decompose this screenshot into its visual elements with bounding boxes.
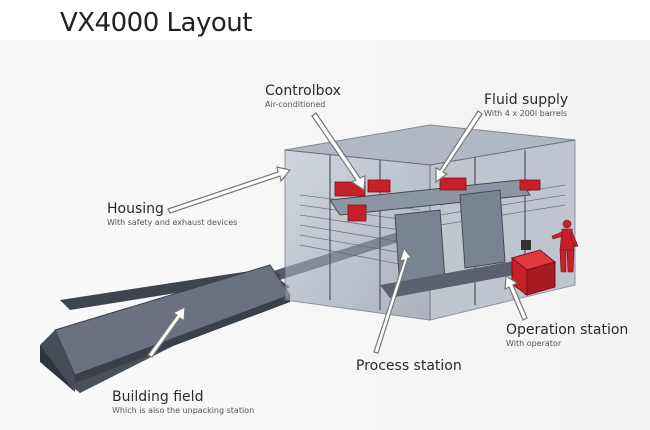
arrow-process-station xyxy=(373,246,414,354)
label-building-field: Building field Which is also the unpacki… xyxy=(112,389,254,416)
label-operation-station: Operation station With operator xyxy=(506,322,628,349)
arrow-operation-station xyxy=(504,274,528,321)
page-title: VX4000 Layout xyxy=(60,8,252,38)
housing-name: Housing xyxy=(107,201,164,217)
arrow-building-field xyxy=(147,305,186,358)
label-controlbox: Controlbox Air-conditioned xyxy=(265,83,341,110)
operation-console xyxy=(510,240,557,296)
operation-station-sub: With operator xyxy=(506,339,562,348)
controlbox-name: Controlbox xyxy=(265,83,341,99)
building-field-platform xyxy=(40,264,291,392)
arrow-fluid-supply xyxy=(435,110,483,184)
operation-station-name: Operation station xyxy=(506,322,629,338)
callout-arrows xyxy=(147,110,528,358)
process-station-gantry xyxy=(329,179,531,298)
housing-sub: With safety and exhaust devices xyxy=(107,218,238,227)
building-field-sub: Which is also the unpacking station xyxy=(112,406,255,415)
label-housing: Housing With safety and exhaust devices xyxy=(107,201,237,228)
fluid-supply-name: Fluid supply xyxy=(484,92,569,108)
label-fluid-supply: Fluid supply With 4 x 200l barrels xyxy=(484,92,568,119)
operator-figure xyxy=(551,219,579,273)
building-field-name: Building field xyxy=(112,389,204,405)
controlbox-sub: Air-conditioned xyxy=(265,100,326,109)
process-station-name: Process station xyxy=(356,358,462,374)
arrow-controlbox xyxy=(311,112,366,192)
arrow-housing xyxy=(167,166,292,214)
label-process-station: Process station xyxy=(356,358,462,375)
fluid-supply-sub: With 4 x 200l barrels xyxy=(484,109,568,118)
